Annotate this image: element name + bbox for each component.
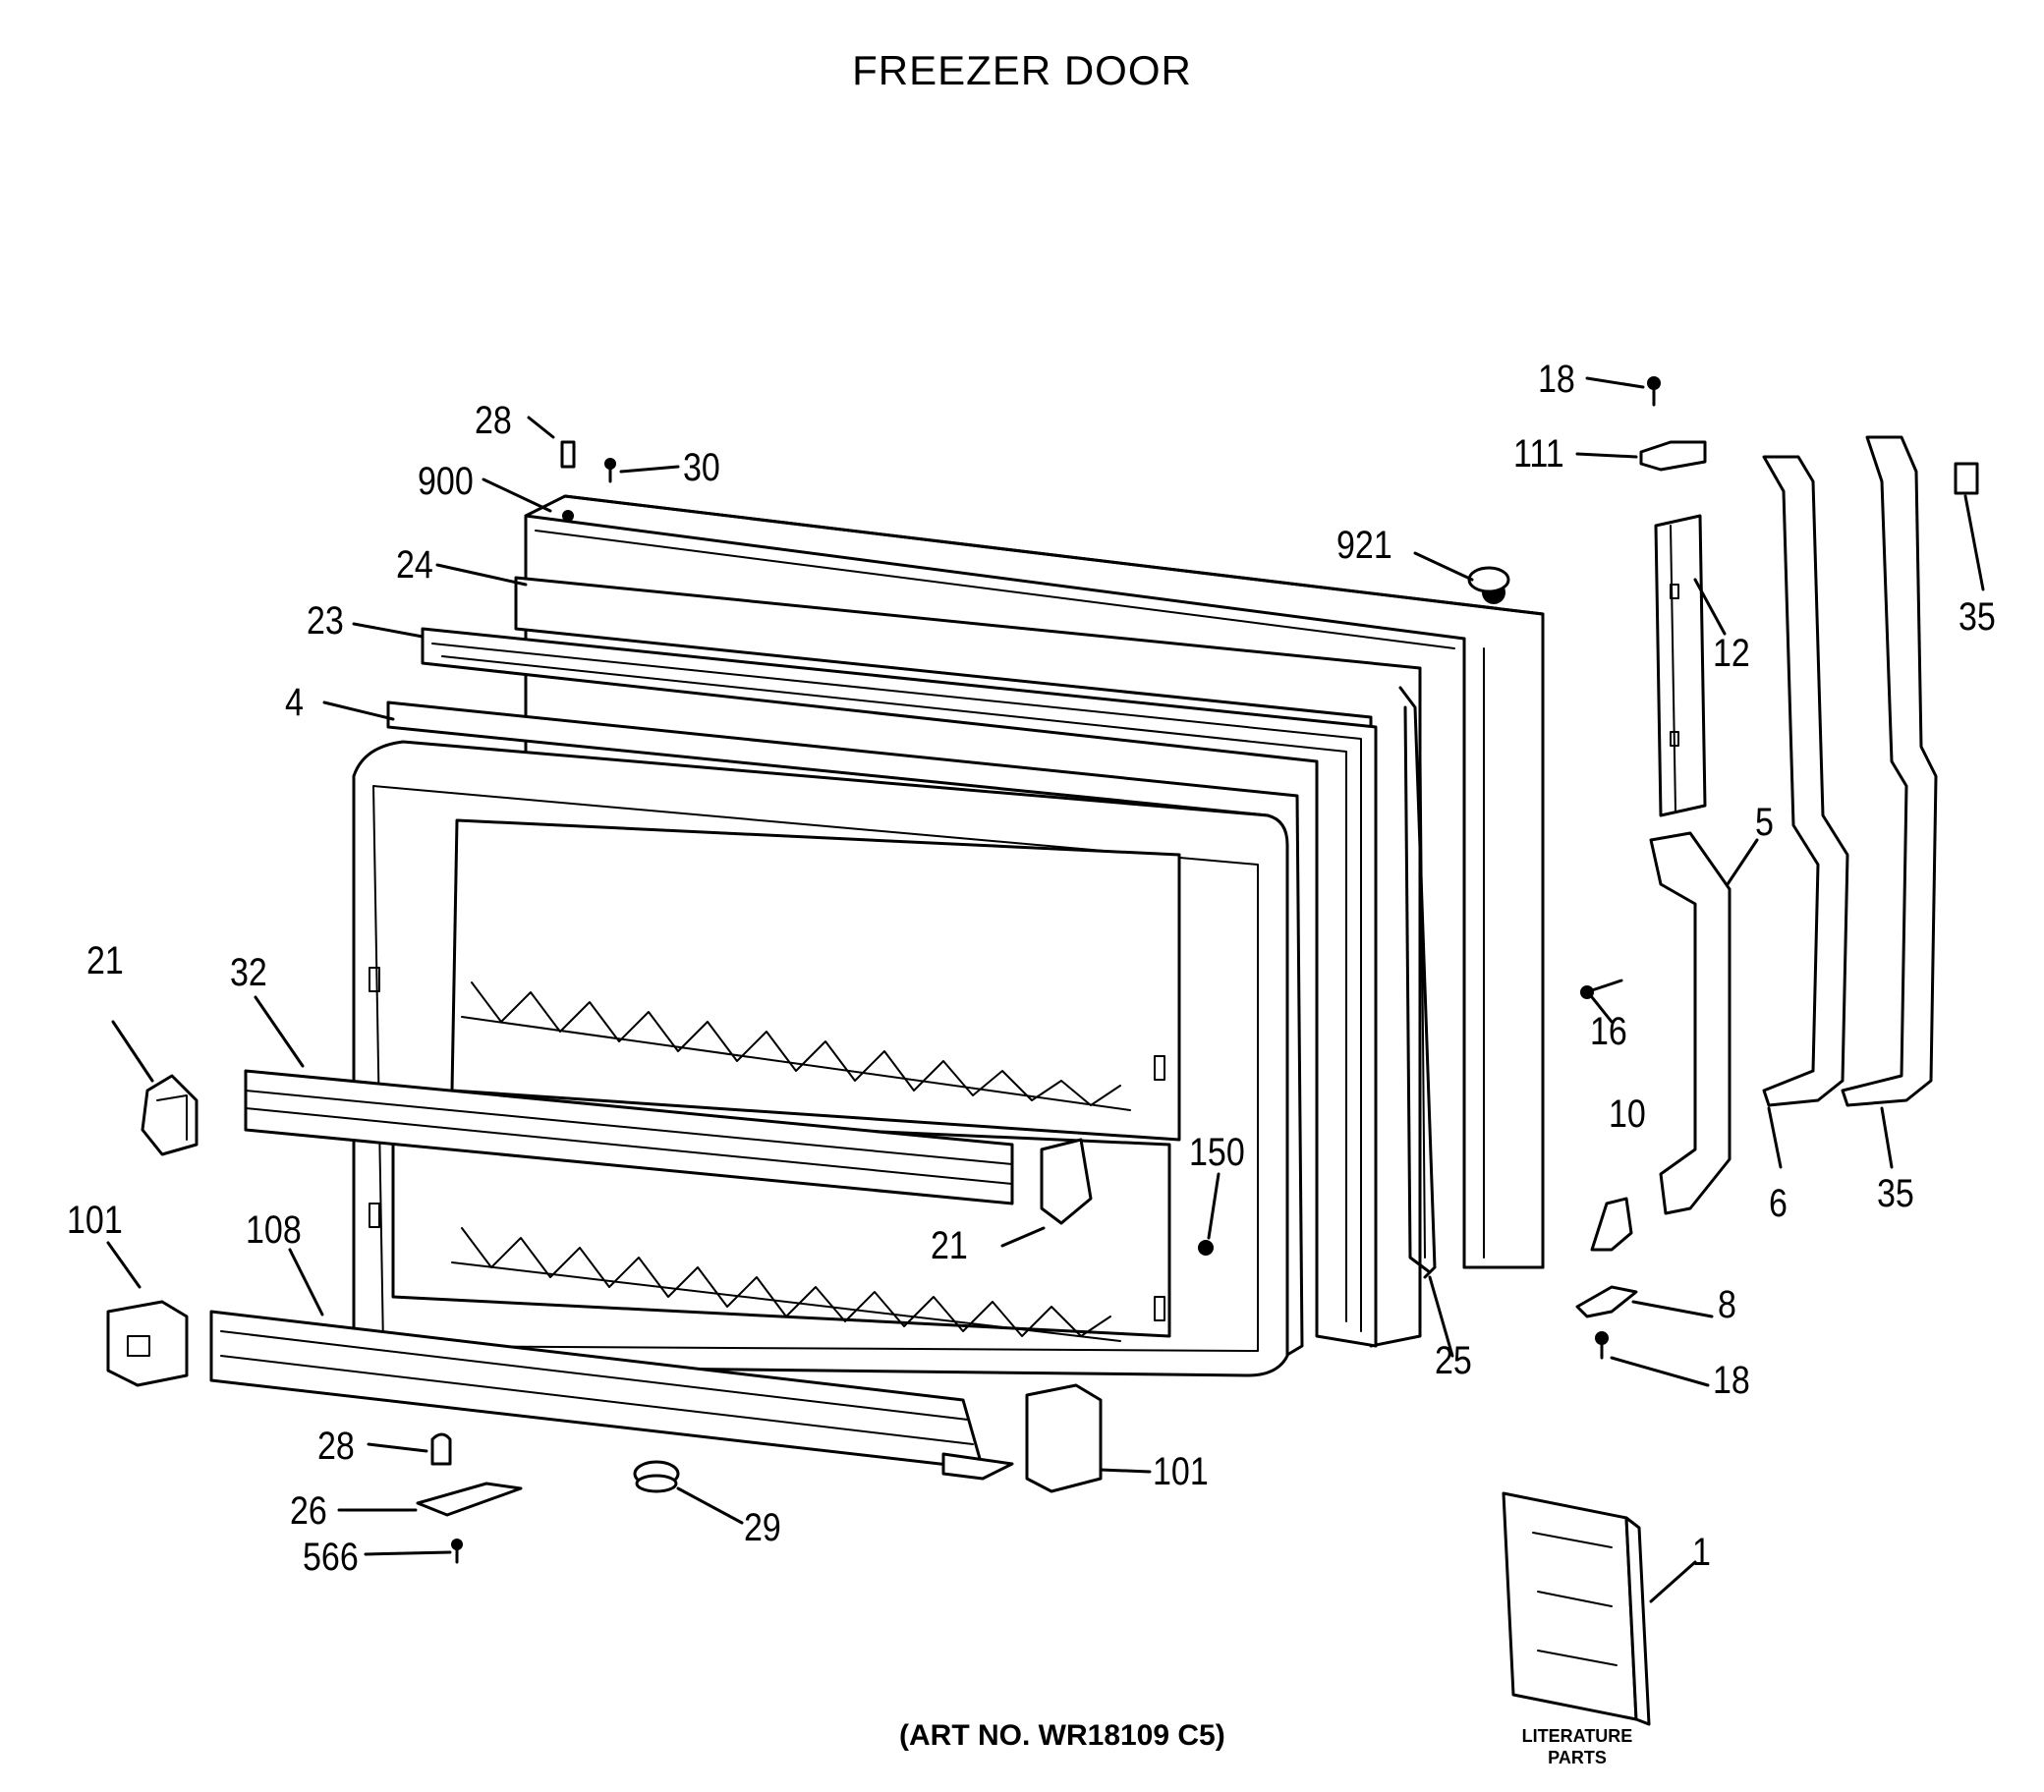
screw-150: [1198, 1240, 1214, 1256]
callout-23: 23: [307, 599, 344, 643]
screw-30: [604, 458, 616, 483]
callout-32: 32: [230, 951, 267, 994]
hinge-111: [1639, 440, 1707, 472]
literature-line-1: LITERATURE: [1521, 1726, 1633, 1746]
stop-10: [1590, 1197, 1633, 1252]
callout-30: 30: [683, 446, 720, 489]
callout-21-left: 21: [86, 939, 124, 982]
callout-108: 108: [246, 1208, 302, 1252]
shelf-ribs-upper: [461, 981, 1131, 1111]
callout-150: 150: [1189, 1131, 1245, 1174]
callout-8: 8: [1718, 1283, 1736, 1326]
handle-5: [1649, 831, 1732, 1215]
shelf-bar-108: [209, 1310, 1014, 1481]
callout-111: 111: [1513, 432, 1564, 476]
callout-26: 26: [290, 1489, 327, 1533]
callout-6: 6: [1769, 1182, 1788, 1225]
callout-12: 12: [1713, 632, 1750, 675]
literature-line-2: PARTS: [1548, 1748, 1607, 1767]
shelf-cap-21-left: [141, 1074, 199, 1156]
callout-35-bracket: 35: [1877, 1172, 1914, 1215]
callout-10: 10: [1609, 1092, 1646, 1136]
callout-18-bottom: 18: [1713, 1359, 1750, 1402]
leader-lines: [106, 376, 1985, 1603]
shelf-cap-101-left: [106, 1300, 189, 1387]
hinge-bracket-12: [1654, 514, 1707, 817]
shelf-cap-21-mid: [1040, 1138, 1093, 1225]
callout-900: 900: [418, 460, 474, 503]
callout-18-top: 18: [1538, 358, 1575, 401]
screw-28-top: [560, 440, 576, 469]
plug-28-bottom: [430, 1432, 452, 1466]
callout-16: 16: [1590, 1010, 1627, 1053]
shelf-ribs-lower: [451, 1227, 1121, 1342]
callout-921: 921: [1336, 524, 1392, 567]
diagram-title: FREEZER DOOR: [852, 47, 1192, 93]
bracket-35: [1841, 435, 1938, 1107]
plug-921: [1467, 566, 1510, 593]
callout-101-left: 101: [67, 1199, 123, 1242]
callout-29: 29: [744, 1506, 781, 1549]
callout-101-right: 101: [1153, 1450, 1209, 1493]
plate-26: [416, 1482, 523, 1517]
callout-1: 1: [1692, 1531, 1711, 1574]
screw-566: [451, 1539, 463, 1564]
screw-16: [1580, 979, 1623, 999]
callout-24: 24: [396, 543, 433, 587]
callout-566: 566: [303, 1536, 359, 1579]
bracket-6: [1762, 455, 1849, 1107]
callout-25: 25: [1435, 1339, 1472, 1382]
inner-door-liner: [352, 740, 1289, 1377]
callout-4: 4: [285, 681, 304, 724]
plug-29: [633, 1460, 680, 1493]
callout-28-bottom: 28: [317, 1425, 355, 1468]
art-number: (ART NO. WR18109 C5): [899, 1719, 1225, 1752]
bracket-8: [1575, 1285, 1638, 1318]
callout-28-top: 28: [475, 399, 512, 442]
screw-18-top: [1647, 376, 1661, 407]
door-gasket-strip: [1403, 701, 1432, 1274]
literature-booklet: [1502, 1491, 1651, 1726]
cap-35-small: [1954, 462, 1979, 495]
callout-5: 5: [1755, 801, 1774, 844]
shelf-cap-101-right: [1025, 1383, 1103, 1493]
callout-21-mid: 21: [931, 1224, 968, 1267]
literature-parts-caption: LITERATURE PARTS: [1504, 1725, 1651, 1768]
shelf-bar-32: [244, 1069, 1014, 1205]
screw-18-bottom: [1595, 1331, 1609, 1360]
callout-35-small: 35: [1959, 595, 1996, 639]
